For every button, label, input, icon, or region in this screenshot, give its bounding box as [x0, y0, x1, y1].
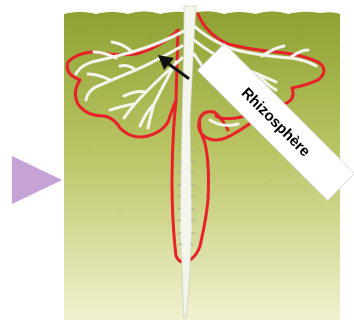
pointer-triangle-icon — [12, 156, 62, 204]
